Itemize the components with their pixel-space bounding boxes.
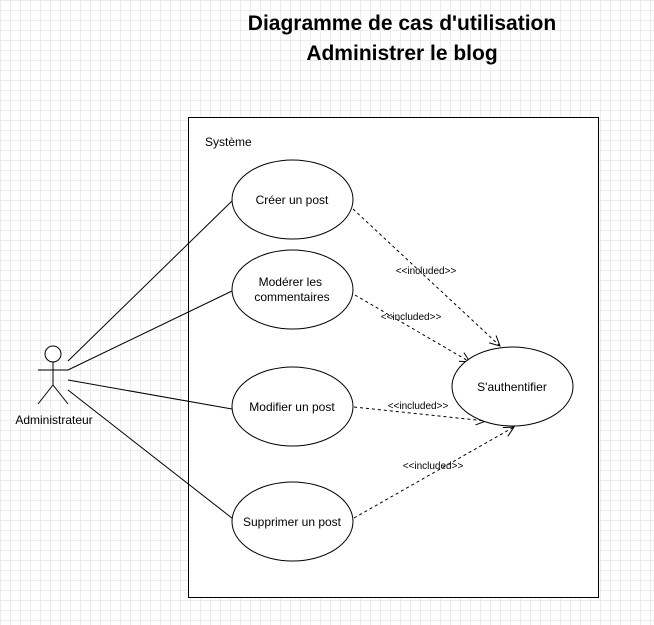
use-case-moderate-comments: Modérer les commentaires: [231, 249, 354, 330]
actor-left-leg: [37, 384, 54, 405]
actor-administrator: [37, 345, 69, 405]
diagram-title-line-2: Administrer le blog: [306, 42, 498, 65]
actor-right-leg: [52, 384, 69, 405]
include-label-create-post: <<included>>: [396, 266, 457, 277]
association-edit-post: [67, 379, 233, 410]
use-case-authenticate: S'authentifier: [451, 346, 574, 427]
use-case-edit-post-label: Modifier un post: [249, 400, 335, 414]
diagram-title-line-1: Diagramme de cas d'utilisation: [247, 12, 557, 35]
use-case-authenticate-label: S'authentifier: [477, 380, 547, 394]
actor-head: [44, 345, 62, 363]
use-case-edit-post: Modifier un post: [231, 366, 354, 447]
include-line-edit-post: [353, 406, 486, 421]
use-case-delete-post-label: Supprimer un post: [243, 515, 342, 529]
use-case-delete-post: Supprimer un post: [231, 481, 354, 562]
include-label-delete-post: <<included>>: [403, 461, 464, 472]
system-label: Système: [205, 135, 252, 149]
include-label-moderate-comments: <<included>>: [381, 312, 442, 323]
include-line-moderate-comments: [354, 294, 470, 362]
association-moderate-comments: [67, 290, 233, 371]
use-case-create-post: Créer un post: [231, 159, 354, 240]
association-delete-post: [67, 389, 238, 523]
use-case-moderate-comments-label: Modérer les commentaires: [254, 275, 329, 304]
include-line-delete-post: [353, 427, 514, 519]
actor-label: Administrateur: [15, 413, 92, 427]
include-label-edit-post: <<included>>: [388, 401, 449, 412]
use-case-create-post-label: Créer un post: [256, 193, 329, 207]
association-create-post: [67, 199, 234, 362]
